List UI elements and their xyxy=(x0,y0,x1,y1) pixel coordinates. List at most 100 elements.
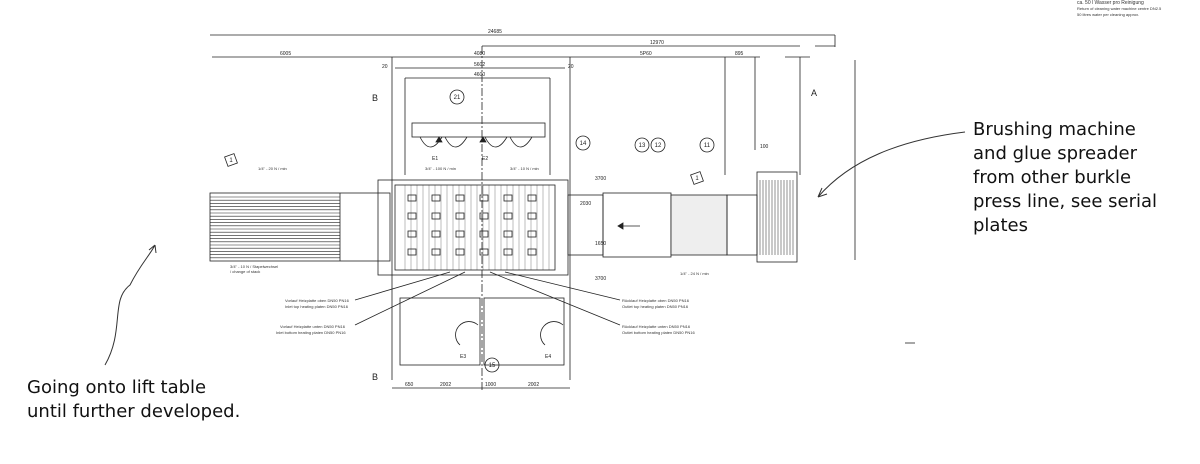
callout-1: 1 xyxy=(224,153,238,167)
platen-cell xyxy=(503,212,513,220)
note-line: and glue spreader xyxy=(973,143,1138,164)
platen-cell xyxy=(503,230,513,238)
speed-mid2: 3/4" - 10 N / min xyxy=(510,166,539,171)
dim-overall: 24685 xyxy=(488,29,502,35)
label-e4: E4 xyxy=(545,354,551,360)
note-line: Brushing machine xyxy=(973,119,1136,140)
platen-cell xyxy=(479,212,489,220)
platen-cell xyxy=(479,248,489,256)
dim-right-small: 895 xyxy=(735,51,744,57)
arrow-right-note xyxy=(817,131,966,198)
inlet-top-en: Inlet top heating platen DN50 PN16 xyxy=(285,304,349,309)
callout-label: 12 xyxy=(655,143,662,149)
outlet-bottom-de: Rücklauf Heizplatte unten DN50 PN16 xyxy=(622,324,691,329)
platen-cell xyxy=(431,194,441,202)
dim-center-span: 4080 xyxy=(474,51,485,57)
corner-note-3: 50 litres water per cleaning approx. xyxy=(1077,12,1140,17)
outlet-top-de: Rücklauf Heizplatte oben DN50 PN16 xyxy=(622,298,690,303)
dim-bottom-1: 2002 xyxy=(440,382,451,388)
callout-13: 13 xyxy=(634,137,650,153)
dim-v4: 3700 xyxy=(595,276,606,282)
platen-cell xyxy=(503,248,513,256)
section-marker-a: A xyxy=(811,88,817,98)
pipe-leaders xyxy=(354,271,621,326)
label-e1: E1 xyxy=(432,156,438,162)
hot-press: E1 E2 xyxy=(377,122,569,276)
dim-v3: 2030 xyxy=(580,201,591,207)
dim-bottom-3: 2002 xyxy=(528,382,539,388)
note-brushing-machine: Brushing machine and glue spreader from … xyxy=(973,118,1157,238)
platen-cell xyxy=(407,194,417,202)
callout-label: 15 xyxy=(489,363,496,369)
platen-cell xyxy=(527,230,537,238)
dimension-lines: 24685 12970 6005 4080 5P60 895 5602 20 2… xyxy=(210,29,856,390)
platen-cell xyxy=(431,212,441,220)
callout-11: 11 xyxy=(699,137,715,153)
dim-gap-right: 20 xyxy=(568,64,574,70)
inlet-bottom-en: Inlet bottom heating platen DN50 PN16 xyxy=(276,330,346,335)
platen-cell xyxy=(455,248,465,256)
speed-mid1: 3/4" - 100 N / min xyxy=(425,166,456,171)
callout-14: 14 xyxy=(575,135,591,151)
platen-cell xyxy=(455,212,465,220)
dim-v1: 3700 xyxy=(595,176,606,182)
platen-cell xyxy=(431,248,441,256)
callout-15: 15 xyxy=(484,357,500,373)
note-line: press line, see serial xyxy=(973,191,1158,212)
arrow-left-note xyxy=(104,244,157,366)
corner-note-1: ca. 50 l Wasser pro Reinigung xyxy=(1077,0,1144,6)
callout-21: 21 xyxy=(449,89,465,105)
dim-right-section: 5P60 xyxy=(640,51,652,57)
section-marker-b-bottom: B xyxy=(372,372,378,382)
outlet-bottom-en: Outlet bottom heating platen DN50 PN16 xyxy=(622,330,695,335)
note-line: plates xyxy=(973,215,1028,236)
inlet-bottom-de: Vorlauf Heizplatte unten DN50 PN16 xyxy=(280,324,346,329)
callout-label: 13 xyxy=(639,143,646,149)
corner-note-2: Return of cleaning water machine centre … xyxy=(1077,6,1162,11)
platen-cell xyxy=(407,248,417,256)
pipe-labels: Vorlauf Heizplatte oben DN50 PN16 Inlet … xyxy=(276,298,695,335)
platen-cell xyxy=(479,230,489,238)
stack-change-en: / change of stack xyxy=(230,269,260,274)
platen-cell xyxy=(479,194,489,202)
note-line: Going onto lift table xyxy=(27,377,207,398)
speed-right: 1/4" - 24 N / min xyxy=(680,271,709,276)
inlet-top-de: Vorlauf Heizplatte oben DN50 PN16 xyxy=(285,298,350,303)
outlet-top-en: Outlet top heating platen DN50 PN16 xyxy=(622,304,689,309)
platen-cell xyxy=(455,194,465,202)
note-lift-table: Going onto lift table until further deve… xyxy=(27,376,240,424)
dim-gap-left: 20 xyxy=(382,64,388,70)
platen-cell xyxy=(455,230,465,238)
note-line: until further developed. xyxy=(27,401,241,422)
callout-label: 11 xyxy=(704,143,711,149)
label-e2: E2 xyxy=(482,156,488,162)
callout-label: 21 xyxy=(454,95,461,101)
callout-label: 14 xyxy=(580,141,587,147)
section-marker-b-top: B xyxy=(372,93,378,103)
callout-12: 12 xyxy=(650,137,666,153)
stack-change: 3/4" - 10 N / Stapelwechsel xyxy=(230,264,278,269)
lower-section: E3 E4 650 2002 1000 2002 xyxy=(392,297,570,389)
label-e3: E3 xyxy=(460,354,466,360)
platen-cell xyxy=(527,194,537,202)
speed-left: 1/4" - 20 N / min xyxy=(258,166,287,171)
platen-cell xyxy=(407,230,417,238)
dim-side-a: 100 xyxy=(760,144,769,150)
platen-cell xyxy=(527,212,537,220)
callout-label: 1 xyxy=(695,176,699,182)
dim-bottom-0: 650 xyxy=(405,382,414,388)
dim-v2: 1650 xyxy=(595,241,606,247)
platen-cell xyxy=(431,230,441,238)
dim-left-span: 6005 xyxy=(280,51,291,57)
callout-label: 1 xyxy=(229,158,233,164)
callout-1: 1 xyxy=(690,171,704,185)
platen-cell xyxy=(407,212,417,220)
infeed-conveyor xyxy=(209,192,391,262)
dim-right-span: 12970 xyxy=(650,40,664,46)
dim-inner-span: 5602 xyxy=(474,62,485,68)
platen-cell xyxy=(503,194,513,202)
corner-notes: ca. 50 l Wasser pro Reinigung Return of … xyxy=(1077,0,1161,18)
